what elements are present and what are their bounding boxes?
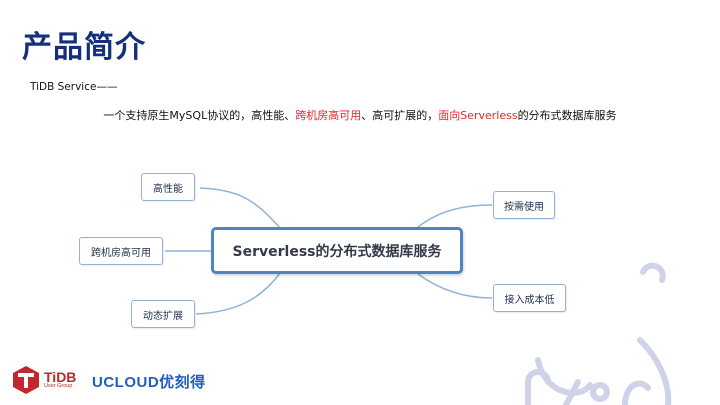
tidb-logo-subtext: User Group bbox=[44, 383, 73, 390]
deco-ring bbox=[640, 262, 666, 283]
node-dynamic-scaling: 动态扩展 bbox=[131, 300, 195, 328]
node-cross-dc-ha: 跨机房高可用 bbox=[79, 237, 163, 265]
tidb-logo-text: TiDB bbox=[44, 369, 77, 386]
desc-part-3: 的分布式数据库服务 bbox=[517, 109, 617, 122]
node-on-demand: 按需使用 bbox=[493, 191, 555, 219]
tidb-logo-icon bbox=[13, 366, 39, 394]
desc-highlight-1: 跨机房高可用 bbox=[295, 109, 362, 122]
deco-arc-large bbox=[637, 337, 672, 405]
desc-highlight-2: 面向Serverless bbox=[438, 109, 518, 122]
connector-on-demand bbox=[417, 204, 493, 228]
intro-description: 一个支持原生MySQL协议的，高性能、跨机房高可用、高可扩展的，面向Server… bbox=[0, 107, 720, 123]
deco-curve bbox=[622, 380, 651, 405]
intro-subtitle: TiDB Service—— bbox=[30, 81, 118, 93]
desc-part-1: 一个支持原生MySQL协议的，高性能、 bbox=[103, 109, 296, 122]
deco-hook-2 bbox=[535, 357, 593, 396]
connector-low-cost bbox=[417, 273, 493, 299]
ucloud-logo: UCLOUD优刻得 bbox=[92, 374, 206, 391]
node-high-performance: 高性能 bbox=[141, 173, 195, 201]
mindmap-center-node: Serverless的分布式数据库服务 bbox=[211, 227, 463, 274]
tidb-user-group-logo: TiDB User Group bbox=[12, 364, 76, 396]
deco-dot-1 bbox=[590, 382, 610, 402]
page-title: 产品简介 bbox=[22, 30, 146, 65]
connector-dynamic-scaling bbox=[195, 272, 281, 315]
deco-line-1 bbox=[563, 379, 581, 405]
connector-high-performance bbox=[199, 187, 281, 229]
node-low-cost: 接入成本低 bbox=[493, 284, 566, 312]
desc-part-2: 、高可扩展的， bbox=[361, 109, 439, 122]
